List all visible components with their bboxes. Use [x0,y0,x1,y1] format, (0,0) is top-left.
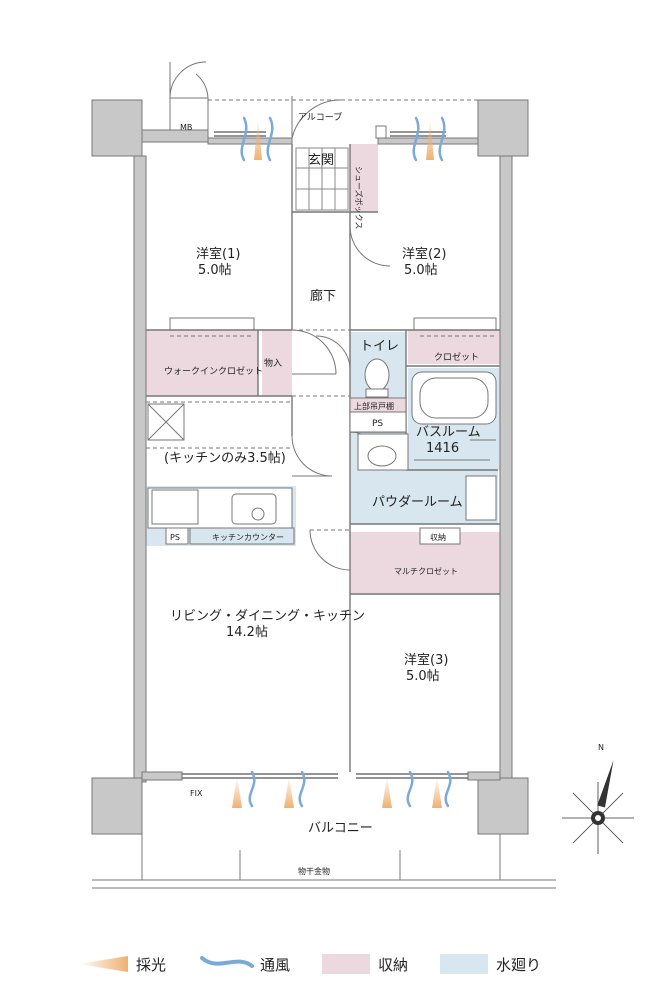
alcove-label: アルコーブ [298,111,342,123]
entrance-label: 玄関 [308,153,334,168]
powder-room-label: パウダールーム [372,495,463,510]
bathroom-name: バスルーム [416,425,481,440]
fix-label: FIX [190,789,203,798]
wind-indicators [240,116,452,808]
legend-ventilation-label: 通風 [260,956,290,974]
storage-swatch-icon [322,954,370,974]
fixtures [147,125,497,545]
clothes-hanger-label: 物干金物 [298,866,330,876]
room2-name: 洋室(2) [402,246,446,262]
legend-water-label: 水廻り [496,956,541,974]
room2-size: 5.0帖 [404,263,438,278]
hallway-label: 廊下 [310,288,336,304]
legend-sunlight-label: 採光 [136,956,166,974]
water-swatch-icon [440,954,488,974]
doors [169,61,391,571]
north-label: N [598,743,604,752]
multi-closet-label: マルチクロゼット [394,566,458,576]
storage-small-label: 収納 [430,532,446,542]
closet-label: クロゼット [434,351,479,363]
balcony-label: バルコニー [308,821,373,836]
kitchen-counter-label: キッチンカウンター [212,533,284,542]
balcony-area [92,834,556,889]
labels: MB アルコーブ 玄関 シューズボックス 洋室(1) 5.0帖 洋室(2) 5.… [164,111,604,876]
legend: 採光 通風 収納 水廻り [78,954,541,974]
toilet-label: トイレ [360,339,399,354]
sunlight-icon [78,956,128,972]
walkin-closet-label: ウォークインクロゼット [164,365,263,377]
entrance-floor [295,147,349,211]
kitchen-only-label: (キッチンのみ3.5帖) [164,451,286,466]
sunlight-indicators [232,118,442,808]
ventilation-icon [200,956,254,968]
compass-icon [562,760,634,854]
shoe-box-label: シューズボックス [354,166,364,229]
room1-size: 5.0帖 [198,263,232,278]
storage-areas [146,144,500,594]
mb-label: MB [180,123,192,132]
storage-label: 物入 [264,357,282,369]
bathroom-size: 1416 [426,441,459,456]
room1-name: 洋室(1) [196,246,240,262]
legend-storage-label: 収納 [378,956,408,974]
room3-size: 5.0帖 [406,669,440,684]
ldk-name: リビング・ダイニング・キッチン [170,609,365,624]
room3-name: 洋室(3) [404,652,448,668]
walls [91,99,529,835]
ldk-size: 14.2帖 [226,625,268,640]
ps-label: PS [372,419,383,429]
upper-shelf-label: 上部吊戸棚 [354,401,394,411]
kitchen-ps-label: PS [170,533,180,542]
dashed-lines [146,99,496,595]
